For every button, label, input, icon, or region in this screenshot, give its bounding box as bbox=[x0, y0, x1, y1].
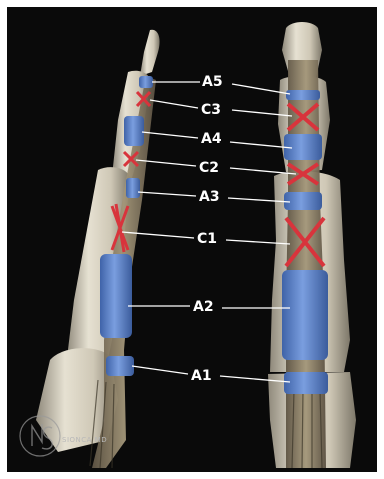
left-pulley-a4 bbox=[124, 116, 144, 146]
label-c1: C1 bbox=[197, 232, 217, 246]
label-a1: A1 bbox=[191, 369, 212, 383]
label-c3: C3 bbox=[201, 103, 221, 117]
right-pulley-a2 bbox=[282, 270, 328, 360]
right-pulley-a3 bbox=[284, 192, 322, 210]
label-a5: A5 bbox=[202, 75, 223, 89]
label-a3: A3 bbox=[199, 190, 220, 204]
right-pulley-a5 bbox=[286, 90, 320, 100]
left-pulley-a1 bbox=[106, 356, 134, 376]
left-pulley-a3 bbox=[126, 178, 140, 198]
label-a4: A4 bbox=[201, 132, 222, 146]
left-pulley-a2 bbox=[100, 254, 132, 338]
watermark-text: SIONCA MD bbox=[62, 436, 107, 444]
label-c2: C2 bbox=[199, 161, 219, 175]
right-pulley-a4 bbox=[284, 134, 322, 160]
label-a2: A2 bbox=[193, 300, 214, 314]
right-pulley-a1 bbox=[284, 372, 328, 394]
left-pulley-a5 bbox=[139, 76, 153, 88]
